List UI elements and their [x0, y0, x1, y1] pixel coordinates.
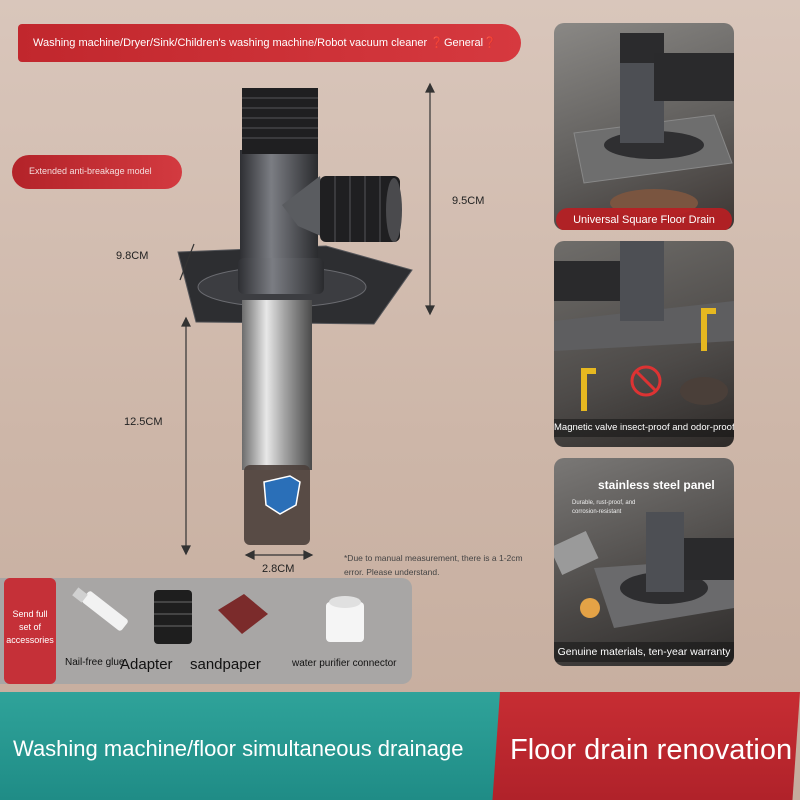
top-banner-text: Washing machine/Dryer/Sink/Children's wa…	[33, 37, 497, 49]
panel-square-drain-caption: Universal Square Floor Drain	[556, 208, 732, 230]
panel-steel-heading: stainless steel panel	[598, 478, 715, 492]
panel-steel-caption: Genuine materials, ten-year warranty	[554, 642, 734, 662]
panel-steel: stainless steel panel Durable, rust-proo…	[554, 458, 734, 666]
bottom-bar-left	[0, 692, 518, 800]
acc-label-sandpaper: sandpaper	[190, 656, 261, 673]
panel-square-drain: Universal Square Floor Drain	[554, 23, 734, 230]
glue-tube-icon	[72, 587, 128, 631]
acc-label-glue: Nail-free glue	[65, 657, 125, 668]
magnetic-valve-photo	[554, 241, 734, 411]
accessories-tag: Send full set of accessories	[4, 578, 56, 684]
dim-height-top: 9.5CM	[452, 195, 485, 207]
adapter-icon	[154, 590, 192, 644]
dim-pipe-diameter: 2.8CM	[262, 563, 295, 575]
steel-pipe	[242, 300, 312, 470]
water-connector-icon	[326, 596, 364, 642]
bottom-right-text: Floor drain renovation	[510, 734, 793, 766]
top-banner: Washing machine/Dryer/Sink/Children's wa…	[18, 24, 521, 62]
steel-panel-photo	[554, 512, 734, 628]
accessories-tag-text: Send full set of accessories	[6, 609, 54, 645]
panel-magnetic-valve-caption: Magnetic valve insect-proof and odor-pro…	[554, 419, 734, 437]
collar	[238, 258, 324, 294]
panel-steel-sub2: corrosion-resistant	[572, 509, 622, 515]
panel-steel-sub: Durable, rust-proof, and corrosion-resis…	[572, 499, 635, 517]
model-badge: Extended anti-breakage model	[12, 155, 182, 189]
side-branch	[282, 176, 330, 240]
panel-magnetic-valve: Magnetic valve insect-proof and odor-pro…	[554, 241, 734, 447]
panel-steel-sub1: Durable, rust-proof, and	[572, 500, 636, 506]
acc-label-connector: water purifier connector	[292, 658, 397, 669]
accessories-box: Send full set of accessories Nail-free g…	[0, 578, 412, 684]
sandpaper-icon	[218, 594, 268, 634]
square-drain-photo	[573, 33, 734, 217]
product-illustration	[177, 82, 435, 560]
bottom-left-text: Washing machine/floor simultaneous drain…	[13, 736, 464, 761]
measurement-note: *Due to manual measurement, there is a 1…	[344, 553, 523, 577]
dim-width-plate: 9.8CM	[116, 250, 149, 262]
model-badge-text: Extended anti-breakage model	[29, 166, 152, 176]
dim-pipe-length: 12.5CM	[124, 416, 163, 428]
acc-label-adapter: Adapter	[120, 656, 173, 673]
shield-logo	[263, 475, 301, 515]
